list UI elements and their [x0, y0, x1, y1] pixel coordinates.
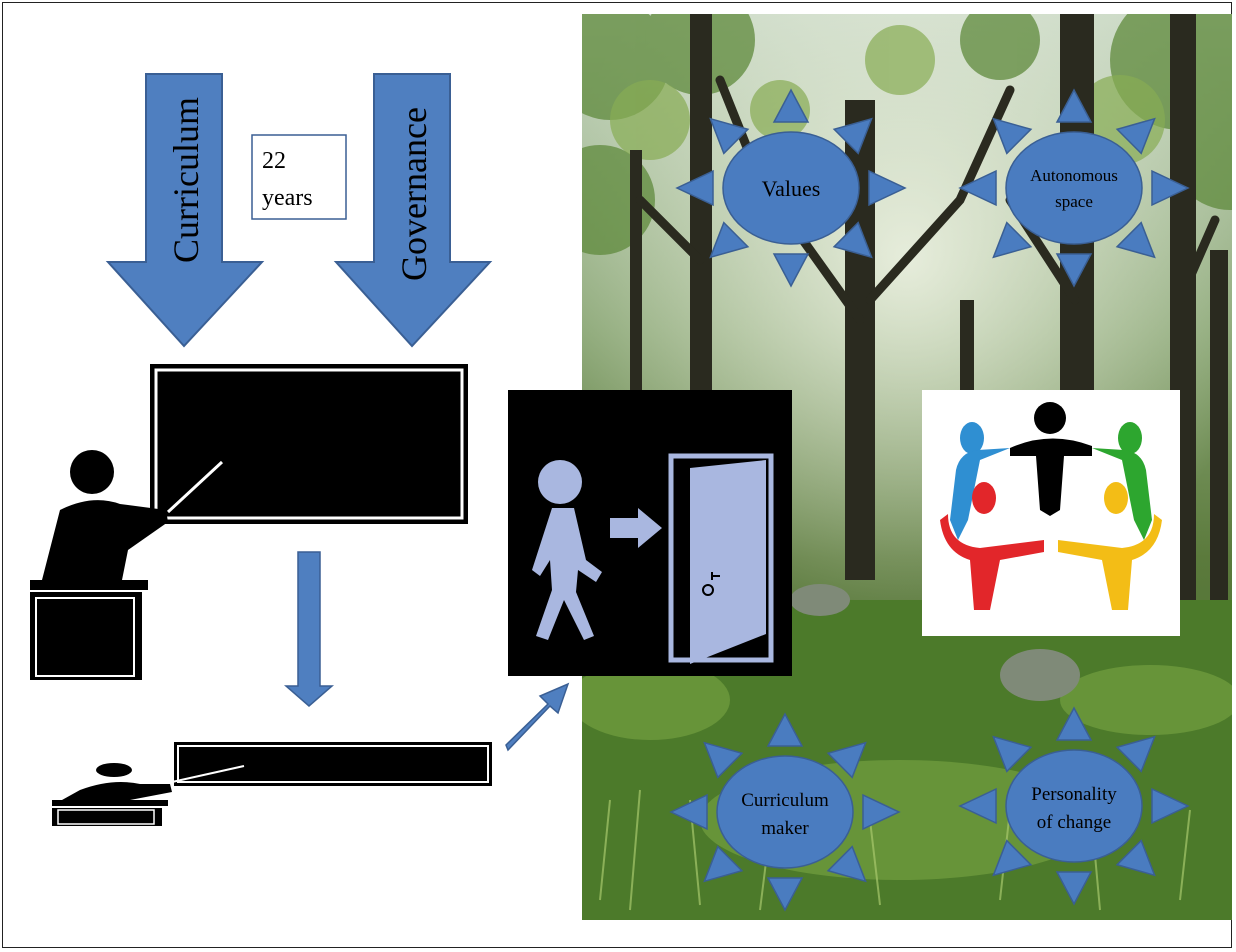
sun-ray: [958, 169, 997, 207]
sun-ray: [766, 877, 804, 912]
governance-label: Governance: [394, 107, 434, 281]
curriculum-arrow: Curriculum: [105, 73, 265, 348]
sun-ray: [1151, 787, 1190, 825]
sun-ray: [1151, 169, 1190, 207]
sun-ray: [1055, 706, 1093, 741]
sun-ray: [1115, 735, 1156, 773]
personality-label-line2: of change: [1037, 812, 1111, 833]
sun-ray: [1115, 839, 1156, 877]
sun-ray: [992, 221, 1033, 259]
sun-ray: [709, 117, 750, 155]
years-box: 22 years: [251, 134, 347, 220]
values-label: Values: [762, 176, 821, 201]
sun-ray: [1055, 253, 1093, 288]
sun-ray: [766, 712, 804, 747]
sun-ray: [772, 88, 810, 123]
sun-ray: [958, 787, 997, 825]
autonomous-label-line1: Autonomous: [1030, 166, 1118, 185]
teacher-at-blackboard-icon: [30, 364, 468, 680]
person-exiting-door-icon: [508, 390, 792, 676]
sun-ray: [832, 221, 873, 259]
teacher-at-blackboard-icon: [52, 742, 492, 826]
sun-ray: [992, 735, 1033, 773]
personality-label-line1: Personality: [1031, 784, 1117, 805]
personality-of-change-sun-shape: [958, 706, 1190, 906]
down-arrow-small: [283, 551, 335, 707]
autonomous-space-sun-shape: [958, 88, 1190, 288]
governance-arrow: Governance: [333, 73, 493, 348]
sun-ray: [703, 741, 744, 779]
people-in-circle-icon: [922, 390, 1180, 636]
sun-body: [722, 131, 860, 245]
sun-ray: [1115, 117, 1156, 155]
sun-ray: [675, 169, 714, 207]
sun-ray: [1115, 221, 1156, 259]
sun-body: [716, 755, 854, 869]
sun-body: [1005, 131, 1143, 245]
sun-ray: [992, 839, 1033, 877]
sun-ray: [709, 221, 750, 259]
sun-ray: [992, 117, 1033, 155]
years-number: 22: [262, 148, 286, 174]
sun-ray: [1055, 88, 1093, 123]
curriculum-maker-sun-shape: [669, 712, 901, 912]
curriculum-maker-label-line1: Curriculum: [741, 790, 829, 811]
sun-ray: [832, 117, 873, 155]
sun-body: [1005, 749, 1143, 863]
autonomous-label-line2: space: [1055, 192, 1093, 211]
sun-ray: [868, 169, 907, 207]
sun-ray: [1055, 871, 1093, 906]
sun-ray: [826, 845, 867, 883]
sun-ray: [826, 741, 867, 779]
sun-ray: [669, 793, 708, 831]
values-sun-shape: [675, 88, 907, 288]
years-unit: years: [262, 185, 313, 211]
sun-ray: [703, 845, 744, 883]
sun-ray: [772, 253, 810, 288]
sun-ray: [862, 793, 901, 831]
curriculum-maker-label-line2: maker: [761, 818, 809, 839]
up-right-arrow: [505, 682, 570, 752]
curriculum-label: Curriculum: [166, 97, 206, 263]
